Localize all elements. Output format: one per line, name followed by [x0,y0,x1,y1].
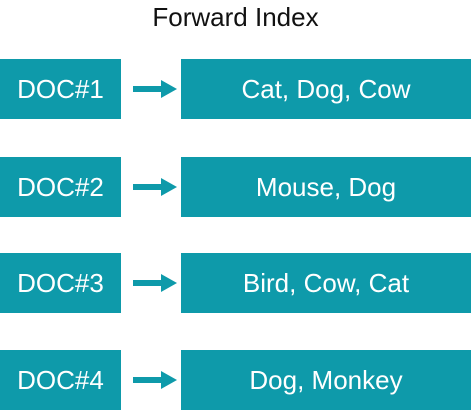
doc-box: DOC#3 [0,253,121,313]
right-arrow-icon [133,178,177,196]
doc-box: DOC#1 [0,59,121,119]
diagram-title: Forward Index [152,2,319,32]
index-row-2: DOC#2 Mouse, Dog [0,157,471,217]
right-arrow-icon [133,371,177,389]
right-arrow-icon [133,274,177,292]
terms-box: Dog, Monkey [181,350,471,410]
index-row-4: DOC#4 Dog, Monkey [0,350,471,410]
index-row-3: DOC#3 Bird, Cow, Cat [0,253,471,313]
right-arrow-icon [133,80,177,98]
index-row-1: DOC#1 Cat, Dog, Cow [0,59,471,119]
terms-box: Cat, Dog, Cow [181,59,471,119]
doc-box: DOC#4 [0,350,121,410]
doc-box: DOC#2 [0,157,121,217]
terms-box: Bird, Cow, Cat [181,253,471,313]
terms-box: Mouse, Dog [181,157,471,217]
